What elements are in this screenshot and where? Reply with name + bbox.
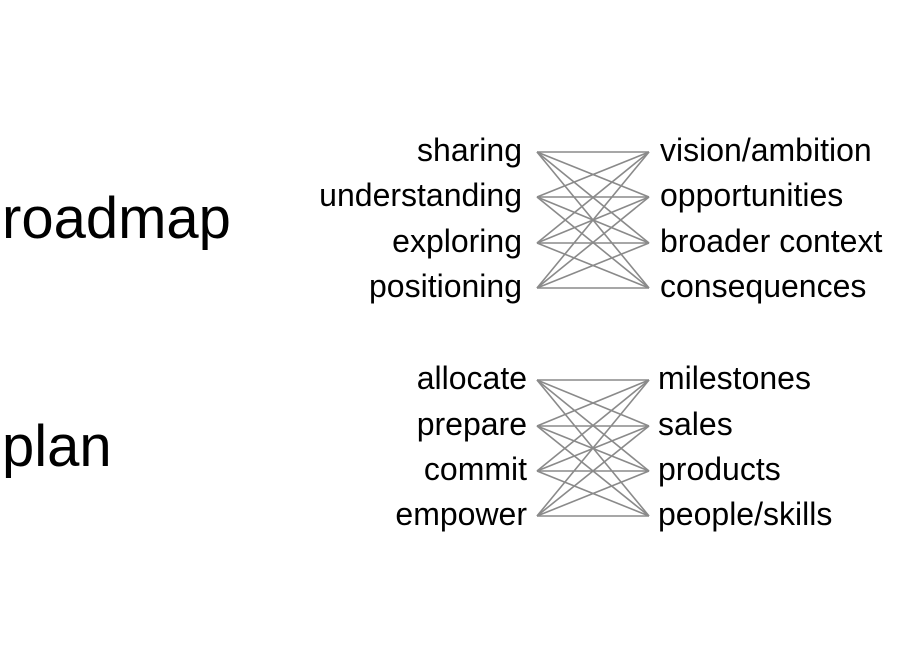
plan-connector-line (536, 470, 650, 517)
plan-connector-line (536, 379, 650, 472)
plan-connectors (536, 379, 650, 517)
roadmap-right-term: broader context (660, 223, 883, 259)
roadmap-connector-line (536, 151, 650, 244)
roadmap-connectors (536, 151, 650, 289)
plan-connector-line (536, 425, 650, 517)
roadmap-left-term: understanding (319, 177, 522, 213)
plan-right-term: sales (658, 406, 733, 442)
plan-connector-line (536, 425, 650, 472)
roadmap-left-term: exploring (392, 223, 522, 259)
plan-connector-line (536, 425, 650, 472)
plan-connector-line (536, 379, 650, 517)
plan-left-term: commit (423, 451, 527, 487)
plan-right-term: people/skills (658, 496, 833, 532)
plan-left-term: allocate (416, 360, 527, 396)
plan-left-term: prepare (416, 406, 527, 442)
roadmap-connector-line (536, 151, 650, 244)
roadmap-connector-line (536, 151, 650, 198)
plan-connector-line (536, 425, 650, 517)
roadmap-connector-line (536, 196, 650, 244)
plan-right-term: milestones (658, 360, 811, 396)
roadmap-right-term: consequences (660, 268, 867, 304)
roadmap-connector-line (536, 196, 650, 244)
plan-connector-line (536, 379, 650, 427)
roadmap-connector-line (536, 151, 650, 289)
plan-connector-line (536, 379, 650, 472)
plan-connector-line (536, 470, 650, 517)
roadmap-connector-line (536, 196, 650, 289)
roadmap-connector-line (536, 242, 650, 289)
plan-right-term: products (658, 451, 781, 487)
roadmap-right-term: opportunities (660, 177, 844, 213)
roadmap-connector-line (536, 196, 650, 289)
plan-left-term: empower (395, 496, 527, 532)
roadmap-connector-line (536, 151, 650, 198)
roadmap-left-term: positioning (369, 268, 522, 304)
plan-connector-line (536, 379, 650, 427)
roadmap-left-term: sharing (417, 132, 522, 168)
roadmap-connector-line (536, 151, 650, 289)
roadmap-connector-line (536, 242, 650, 289)
section-title-plan: plan (2, 414, 112, 479)
section-title-roadmap: roadmap (2, 186, 231, 251)
roadmap-right-term: vision/ambition (660, 132, 872, 168)
plan-connector-line (536, 379, 650, 517)
